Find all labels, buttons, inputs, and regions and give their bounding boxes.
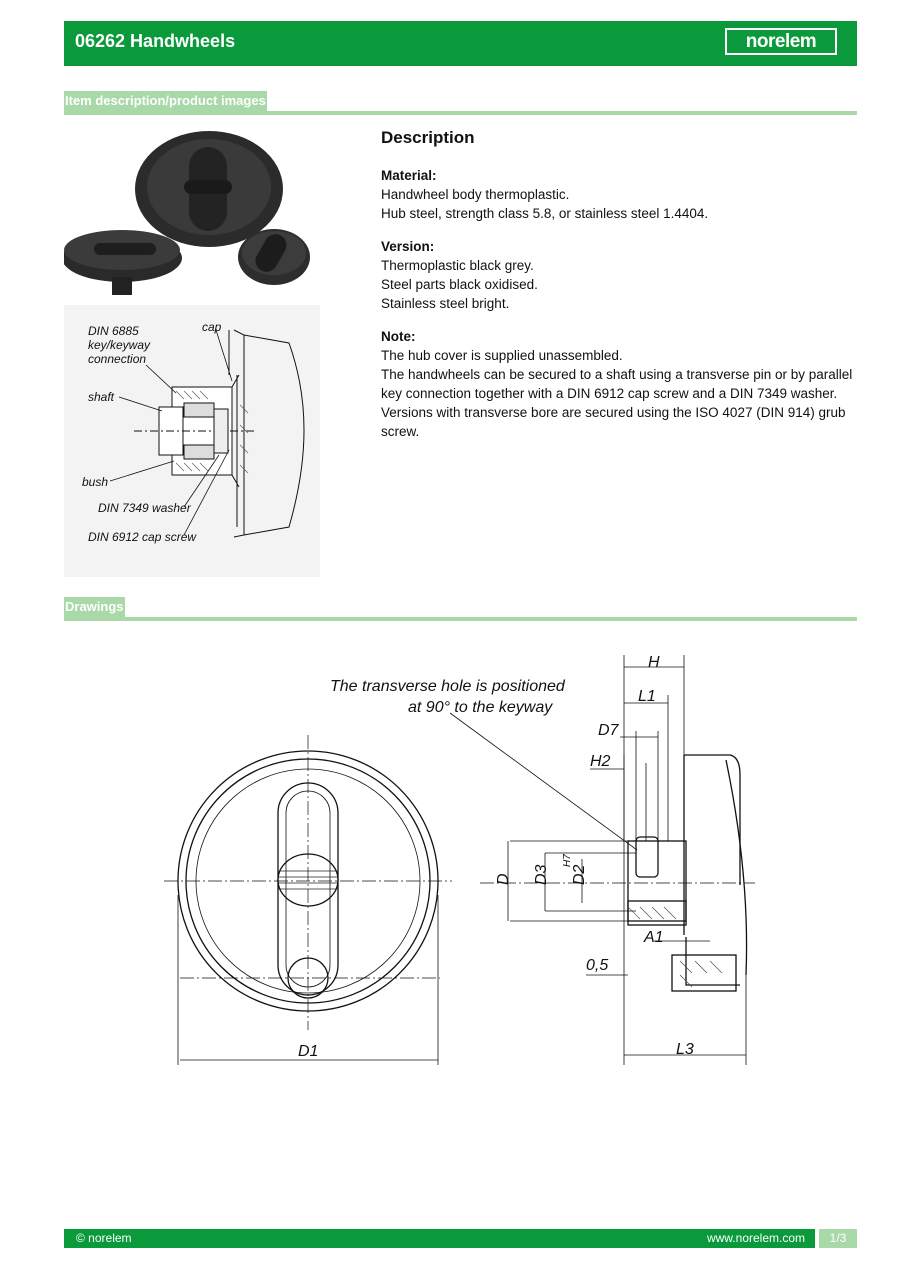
label-din7349-washer: DIN 7349 washer — [98, 501, 192, 515]
dim-label-D3: D3 — [533, 864, 550, 885]
norelem-logo: norelem — [725, 28, 837, 55]
version-block: Version: Thermoplastic black grey. Steel… — [381, 237, 861, 313]
section-item-description: Item description/product images — [64, 91, 857, 115]
label-key-keyway: key/keyway — [88, 338, 151, 352]
page-title: 06262 Handwheels — [75, 31, 236, 51]
version-line: Thermoplastic black grey. — [381, 258, 534, 273]
section-label-item-description: Item description/product images — [64, 91, 267, 111]
description-heading: Description — [381, 128, 475, 147]
label-din6912-cap-screw: DIN 6912 cap screw — [88, 530, 197, 544]
page-header: 06262 Handwheels norelem — [64, 21, 857, 66]
label-shaft: shaft — [88, 390, 115, 404]
material-line: Handwheel body thermoplastic. — [381, 187, 570, 202]
label-din6885: DIN 6885 — [88, 324, 139, 338]
label-cap: cap — [202, 320, 222, 334]
drawing-note-line1: The transverse hole is positioned — [330, 678, 566, 695]
version-line: Steel parts black oxidised. — [381, 277, 538, 292]
dim-label-H: H — [648, 654, 660, 671]
footer-website-link[interactable]: www.norelem.com — [706, 1231, 805, 1245]
page-footer: © norelem www.norelem.com 1/3 — [64, 1229, 857, 1248]
dim-label-D: D — [495, 873, 512, 885]
note-line: The hub cover is supplied unassembled. — [381, 348, 623, 363]
dim-label-A1: A1 — [643, 929, 664, 946]
section-drawings: Drawings — [64, 597, 857, 621]
material-line: Hub steel, strength class 5.8, or stainl… — [381, 206, 709, 221]
label-bush: bush — [82, 475, 108, 489]
material-label: Material: — [381, 168, 437, 183]
dim-label-D1: D1 — [298, 1043, 318, 1060]
note-label: Note: — [381, 329, 416, 344]
dim-label-D2-tolerance: H7 — [562, 854, 573, 867]
drawing-note-line2: at 90° to the keyway — [408, 699, 553, 716]
material-block: Material: Handwheel body thermoplastic. … — [381, 166, 861, 223]
footer-copyright: © norelem — [76, 1231, 132, 1245]
dim-label-H2: H2 — [590, 753, 611, 770]
dim-label-L3: L3 — [676, 1041, 694, 1058]
label-connection: connection — [88, 352, 146, 366]
version-line: Stainless steel bright. — [381, 296, 510, 311]
product-image-panel: DIN 6885 key/keyway connection cap shaft… — [62, 125, 320, 577]
note-line: The handwheels can be secured to a shaft… — [381, 367, 853, 401]
product-photo-and-section: DIN 6885 key/keyway connection cap shaft… — [62, 125, 320, 544]
description-block: Description Material: Handwheel body the… — [381, 128, 861, 455]
footer-separator — [815, 1229, 819, 1248]
footer-page-number: 1/3 — [819, 1229, 857, 1248]
note-line: Versions with transverse bore are secure… — [381, 405, 846, 439]
dim-label-D7: D7 — [598, 722, 620, 739]
section-label-drawings: Drawings — [64, 597, 125, 617]
technical-drawing: The transverse hole is positioned at 90°… — [164, 654, 755, 1065]
dim-label-L1: L1 — [638, 688, 656, 705]
version-label: Version: — [381, 239, 435, 254]
dim-label-D2: D2 — [571, 864, 588, 885]
note-block: Note: The hub cover is supplied unassemb… — [381, 327, 861, 441]
dim-label-0-5: 0,5 — [586, 957, 608, 974]
